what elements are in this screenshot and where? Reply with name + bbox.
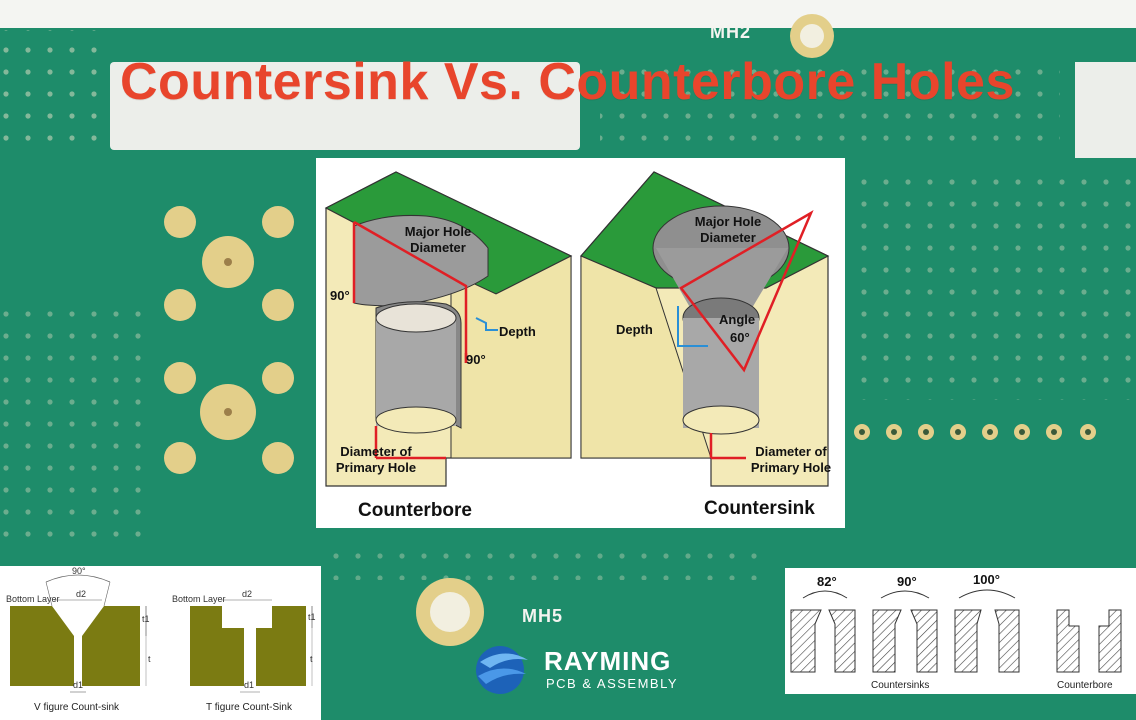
countersinks-caption: Countersinks [871,680,930,691]
v-bottom-layer-label: Bottom Layer [6,594,60,604]
counterbore-angle-right-label: 90° [466,352,486,367]
silkscreen-mh5: MH5 [522,606,564,626]
countersink-angle-label: Angle [719,312,756,327]
v-d1-label: d1 [73,680,84,690]
countersink-100-figure [954,589,1020,673]
t-d1-label: d1 [244,680,255,690]
countersink-primary-hole-label: Diameter of Primary Hole [750,444,832,475]
counterbore-block [324,171,573,487]
count-sink-figures [10,574,313,693]
t-d2-label: d2 [242,589,253,599]
angle-100-label: 100° [973,572,1000,587]
count-sink-figures-inset: Bottom Layer 90° d2 t1 t d1 V figure Cou… [0,566,321,720]
angle-82-label: 82° [817,574,837,589]
counterbore-depth-label: Depth [499,324,536,339]
countersink-depth-label: Depth [616,322,653,337]
t-t-label: t [310,654,313,664]
t-figure-caption: T figure Count-Sink [206,702,292,713]
counterbore-small-caption: Counterbore [1057,680,1113,691]
v-angle-label: 90° [72,566,86,576]
v-t1-label: t1 [142,614,150,624]
v-figure-caption: V figure Count-sink [34,702,120,713]
hole-types-diagram: Major Hole Diameter 90° 90° Depth Diamet… [316,158,845,528]
page-title: Countersink Vs. Counterbore Holes [120,53,1015,111]
countersink-angle-value: 60° [730,330,750,345]
counterbore-angle-left-label: 90° [330,288,350,303]
counterbore-figure [1056,609,1122,673]
logo-name: RAYMING [544,646,672,676]
silkscreen-mh2: MH2 [710,22,752,42]
v-figure [10,574,147,693]
rayming-logo: RAYMING PCB & ASSEMBLY [468,642,698,698]
countersink-caption: Countersink [704,498,815,519]
t-bottom-layer-label: Bottom Layer [172,594,226,604]
countersink-angle-figures [790,589,1122,673]
rayming-logo-mark [476,646,528,694]
countersink-angles-inset: 82° 90° 100° Countersinks Counterbore [785,568,1136,694]
logo-tagline: PCB & ASSEMBLY [546,676,679,691]
countersink-82-figure [790,590,856,673]
t-figure [190,599,313,693]
counterbore-major-hole-label: Major Hole Diameter [404,224,472,255]
counterbore-primary-hole-label: Diameter of Primary Hole [335,444,417,475]
countersink-major-hole-label: Major Hole Diameter [694,214,762,245]
counterbore-caption: Counterbore [358,500,472,521]
v-d2-label: d2 [76,589,87,599]
hole-types-illustration [324,171,830,487]
angle-90-label: 90° [897,574,917,589]
v-t-label: t [148,654,151,664]
t-t1-label: t1 [308,612,316,622]
countersink-block [580,171,830,487]
countersink-90-figure [872,590,938,673]
